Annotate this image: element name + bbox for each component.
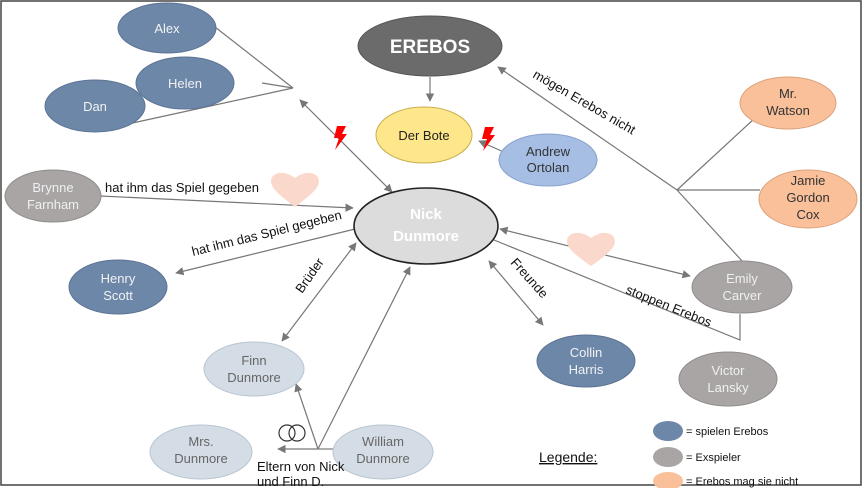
- edge-parents-finn: [294, 383, 319, 450]
- node-nick[interactable]: Nick Dunmore: [353, 187, 499, 265]
- legend-title: Legende:: [539, 449, 597, 465]
- edge-helen: [261, 82, 294, 89]
- node-brynne[interactable]: Brynne Farnham: [4, 169, 102, 223]
- label-brueder: Brüder: [292, 255, 327, 296]
- node-william[interactable]: William Dunmore: [332, 424, 434, 480]
- node-henry-label-2: Scott: [103, 288, 133, 303]
- node-william-label-1: William: [362, 434, 404, 449]
- node-jamie-label-3: Cox: [796, 207, 820, 222]
- heart-icon: [271, 172, 319, 207]
- heart-icon: [567, 232, 615, 266]
- edge-dan: [127, 87, 294, 125]
- node-alex[interactable]: Alex: [117, 2, 217, 54]
- node-watson-label-2: Watson: [766, 103, 810, 118]
- edge-group-nick: [299, 99, 393, 193]
- node-alex-label: Alex: [154, 21, 180, 36]
- node-emily-label-1: Emily: [726, 271, 758, 286]
- edge-finn: [281, 242, 357, 342]
- legend-label-player: = spielen Erebos: [686, 426, 769, 438]
- rings-icon: [278, 424, 306, 442]
- node-brynne-label-1: Brynne: [32, 180, 73, 195]
- label-freunde: Freunde: [508, 255, 552, 301]
- node-victor-label-2: Lansky: [707, 380, 749, 395]
- edge-stoppen: [493, 239, 741, 341]
- node-mrs-label-1: Mrs.: [188, 434, 213, 449]
- edge-dislike-erebos: [497, 66, 678, 191]
- node-dan-label: Dan: [83, 99, 107, 114]
- node-victor[interactable]: Victor Lansky: [678, 351, 778, 407]
- lightning-icon: [482, 127, 495, 151]
- node-helen[interactable]: Helen: [135, 56, 235, 110]
- edge-emily-dislike: [676, 189, 744, 263]
- node-andrew[interactable]: Andrew Ortolan: [498, 133, 598, 187]
- label-eltern-2: und Finn D.: [257, 474, 324, 488]
- node-andrew-label-1: Andrew: [526, 144, 571, 159]
- node-erebos-label: EREBOS: [390, 37, 470, 58]
- label-brynne-gave-game: hat ihm das Spiel gegeben: [105, 180, 259, 195]
- node-mrs[interactable]: Mrs. Dunmore: [149, 424, 253, 480]
- node-brynne-label-2: Farnham: [27, 197, 79, 212]
- edge-henry: [175, 228, 356, 276]
- node-andrew-label-2: Ortolan: [527, 160, 570, 175]
- label-eltern-1: Eltern von Nick: [257, 459, 345, 474]
- node-william-label-2: Dunmore: [356, 451, 409, 466]
- node-finn-label-2: Dunmore: [227, 370, 280, 385]
- node-nick-label-1: Nick: [410, 206, 442, 223]
- edge-alex: [214, 26, 294, 89]
- node-mrs-label-2: Dunmore: [174, 451, 227, 466]
- edge-collin: [488, 260, 544, 326]
- legend-label-ex-player: = Exspieler: [686, 452, 741, 464]
- node-collin-label-2: Harris: [569, 362, 604, 377]
- node-dan[interactable]: Dan: [44, 79, 146, 133]
- legend-label-dislike: = Erebos mag sie nicht: [686, 476, 798, 488]
- node-watson-label-1: Mr.: [779, 86, 797, 101]
- legend: Legende: = spielen Erebos = Exspieler = …: [539, 421, 798, 488]
- node-nick-label-2: Dunmore: [393, 228, 459, 245]
- node-henry[interactable]: Henry Scott: [68, 259, 168, 315]
- legend-swatch-ex-player: [653, 447, 683, 467]
- node-victor-label-1: Victor: [712, 363, 746, 378]
- node-jamie-label-1: Jamie: [791, 173, 826, 188]
- node-erebos[interactable]: EREBOS: [357, 15, 503, 77]
- node-finn[interactable]: Finn Dunmore: [203, 341, 305, 397]
- edge-watson: [676, 117, 756, 191]
- node-bote-label: Der Bote: [398, 128, 449, 143]
- legend-swatch-dislike: [653, 472, 683, 488]
- node-finn-label-1: Finn: [241, 353, 266, 368]
- node-emily-label-2: Carver: [722, 288, 762, 303]
- node-emily[interactable]: Emily Carver: [691, 260, 793, 314]
- node-collin-label-1: Collin: [570, 345, 603, 360]
- node-jamie-label-2: Gordon: [786, 190, 829, 205]
- edge-brynne: [99, 195, 354, 212]
- node-watson[interactable]: Mr. Watson: [739, 76, 837, 130]
- node-collin[interactable]: Collin Harris: [536, 334, 636, 388]
- legend-swatch-player: [653, 421, 683, 441]
- node-jamie[interactable]: Jamie Gordon Cox: [758, 169, 858, 229]
- edge-william: [317, 266, 411, 450]
- node-helen-label: Helen: [168, 76, 202, 91]
- node-bote[interactable]: Der Bote: [375, 106, 473, 164]
- lightning-icon: [334, 126, 347, 150]
- node-henry-label-1: Henry: [101, 271, 136, 286]
